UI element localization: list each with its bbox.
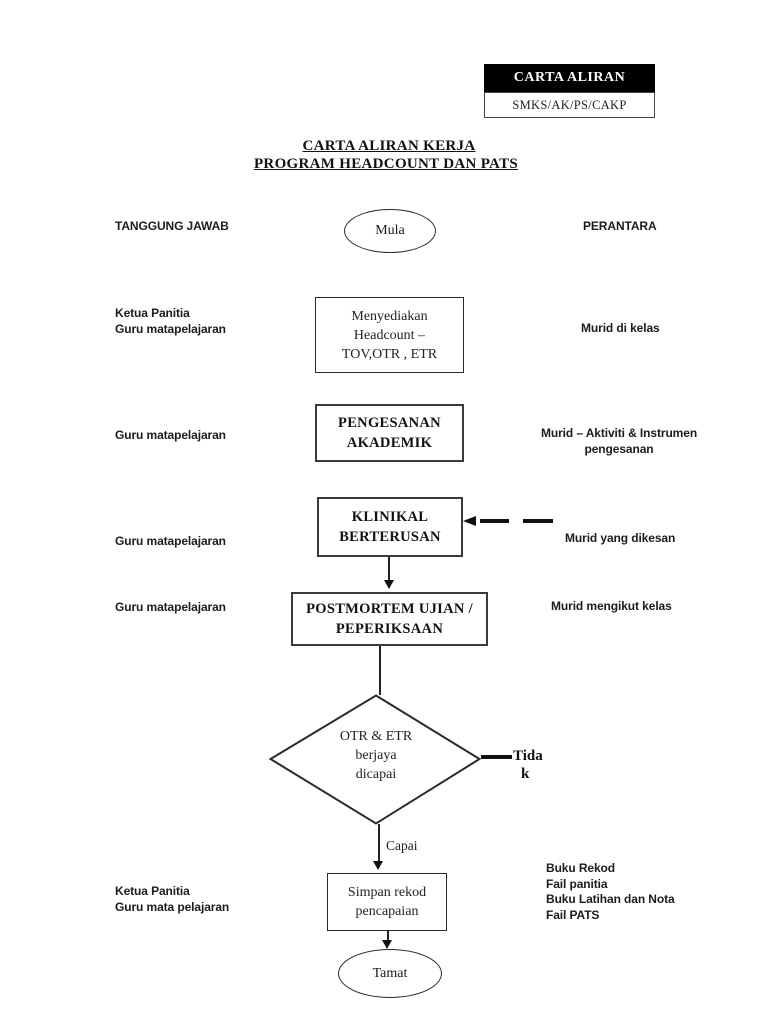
page-title-line2: PROGRAM HEADCOUNT DAN PATS [253, 155, 519, 172]
arrowhead-left-icon [463, 516, 476, 526]
process-line: PENGESANAN [338, 415, 441, 431]
label-line: Guru matapelajaran [115, 321, 226, 336]
process-line: PEPERIKSAAN [335, 621, 444, 637]
label-line: Buku Rekod [546, 861, 616, 875]
decision-line: berjaya [355, 748, 397, 763]
responsibility-label-5: Ketua Panitia Guru mata pelajaran [115, 884, 229, 915]
label-line: pengesanan [584, 441, 654, 456]
label-line: Murid – Aktiviti & Instrumen [540, 426, 698, 440]
terminator-end: Tamat [338, 949, 442, 998]
dashed-arrow-segment [480, 519, 509, 523]
column-header-perantara: PERANTARA [583, 219, 657, 233]
process-line: pencapaian [355, 904, 419, 919]
process-line: BERTERUSAN [339, 529, 441, 545]
arrowhead-down-icon [373, 861, 383, 870]
terminator-start: Mula [344, 209, 436, 253]
process-klinikal-berterusan: KLINIKAL BERTERUSAN [317, 497, 463, 557]
intermediary-label-2: Murid – Aktiviti & Instrumen pengesanan [523, 426, 715, 457]
connector-line [378, 824, 380, 863]
decision-yes-label: Capai [386, 838, 418, 853]
connector-line [379, 646, 381, 695]
column-header-tanggung-jawab: TANGGUNG JAWAB [115, 219, 229, 233]
dashed-arrow-segment [523, 519, 553, 523]
decision-text: OTR & ETR berjaya dicapai [294, 727, 458, 784]
process-line: AKADEMIK [346, 435, 433, 451]
process-menyediakan-headcount: Menyediakan Headcount – TOV,OTR , ETR [315, 297, 464, 373]
arrowhead-down-icon [382, 940, 392, 949]
responsibility-label-2: Guru matapelajaran [115, 428, 226, 442]
process-line: POSTMORTEM UJIAN / [306, 601, 473, 617]
no-branch-line [481, 755, 512, 759]
terminator-start-label: Mula [375, 223, 405, 238]
decision-line: OTR & ETR [339, 729, 413, 744]
label-line: Guru mata pelajaran [115, 899, 230, 914]
process-line: TOV,OTR , ETR [341, 346, 438, 362]
label-line: Fail PATS [546, 907, 600, 922]
doc-code-box: CARTA ALIRAN SMKS/AK/PS/CAKP [484, 64, 655, 118]
arrowhead-down-icon [384, 580, 394, 589]
intermediary-label-1: Murid di kelas [581, 321, 660, 335]
connector-line [388, 557, 390, 581]
connector-line [387, 931, 389, 941]
no-label-line: Tida [513, 748, 543, 764]
intermediary-label-5: Buku Rekod Fail panitia Buku Latihan dan… [546, 861, 675, 923]
process-line: Menyediakan [351, 308, 428, 324]
responsibility-label-3: Guru matapelajaran [115, 534, 226, 548]
label-line: Ketua Panitia [115, 884, 190, 898]
page-title: CARTA ALIRAN KERJA PROGRAM HEADCOUNT DAN… [194, 138, 584, 173]
terminator-end-label: Tamat [372, 965, 408, 981]
label-line: Fail panitia [546, 876, 608, 891]
decision-line: dicapai [355, 767, 397, 782]
responsibility-label-1: Ketua Panitia Guru matapelajaran [115, 306, 226, 337]
intermediary-label-4: Murid mengikut kelas [551, 599, 672, 613]
doc-code-header: CARTA ALIRAN [484, 64, 655, 92]
process-line: KLINIKAL [351, 509, 429, 525]
decision-no-label: Tida k [513, 747, 543, 783]
process-postmortem: POSTMORTEM UJIAN / PEPERIKSAAN [291, 592, 488, 646]
page-title-line1: CARTA ALIRAN KERJA [302, 138, 476, 154]
intermediary-label-3: Murid yang dikesan [565, 531, 676, 545]
label-line: Ketua Panitia [115, 306, 190, 320]
no-label-line: k [521, 766, 530, 782]
process-line: Headcount – [353, 327, 426, 343]
process-line: Simpan rekod [347, 885, 427, 900]
responsibility-label-4: Guru matapelajaran [115, 600, 226, 614]
decision-diamond [269, 694, 481, 825]
process-pengesanan-akademik: PENGESANAN AKADEMIK [315, 404, 464, 462]
label-line: Buku Latihan dan Nota [546, 892, 675, 906]
doc-code-value: SMKS/AK/PS/CAKP [484, 92, 655, 118]
process-simpan-rekod: Simpan rekod pencapaian [327, 873, 447, 931]
